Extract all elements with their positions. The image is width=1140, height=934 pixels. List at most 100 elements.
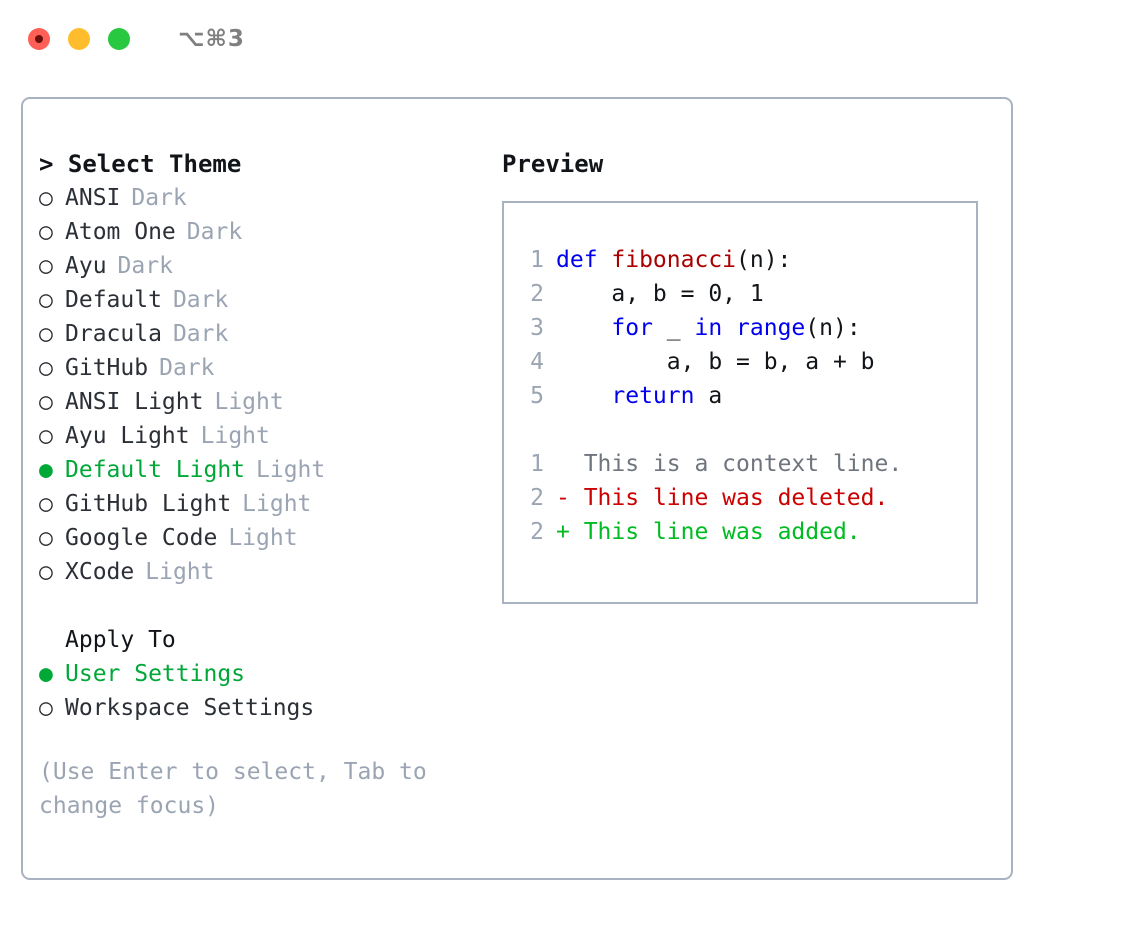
- maximize-button[interactable]: [108, 28, 130, 50]
- theme-option-label: GitHub: [65, 355, 149, 381]
- radio-unselected-icon: ○: [39, 695, 53, 721]
- diff-line-number: 2: [530, 485, 544, 511]
- radio-unselected-icon: ○: [39, 389, 53, 415]
- theme-variant-tag: Light: [256, 457, 326, 483]
- code-line-text: return a: [556, 379, 722, 413]
- code-token-plain: a, b = 0, 1: [556, 281, 764, 307]
- code-token-kw: in: [694, 315, 723, 341]
- radio-unselected-icon: ○: [39, 525, 53, 551]
- theme-option-atom-one[interactable]: ○ Atom One Dark: [39, 215, 489, 249]
- radio-selected-icon: ●: [39, 661, 53, 687]
- diff-line-number: 2: [530, 519, 544, 545]
- radio-unselected-icon: ○: [39, 491, 53, 517]
- theme-variant-tag: Dark: [131, 185, 187, 211]
- theme-variant-tag: Light: [214, 389, 284, 415]
- code-token-kw: def: [556, 247, 612, 273]
- code-token-plain: [556, 383, 611, 409]
- theme-option-default[interactable]: ○ Default Dark: [39, 283, 489, 317]
- theme-option-label: ANSI Light: [65, 389, 204, 415]
- theme-option-ansi[interactable]: ○ ANSI Dark: [39, 181, 489, 215]
- theme-variant-tag: Dark: [159, 355, 215, 381]
- apply-to-option-label: User Settings: [65, 661, 246, 687]
- diff-line-ctx: 1 This is a context line.: [516, 447, 970, 481]
- title-bar: ⌥⌘3: [0, 0, 1140, 78]
- apply-to-section: Apply To ● User Settings ○ Workspace Settin…: [39, 623, 489, 725]
- close-button[interactable]: [28, 28, 50, 50]
- code-line: 3 for _ in range(n):: [516, 311, 970, 345]
- apply-to-option-label: Workspace Settings: [65, 695, 315, 721]
- diff-line-sign: -: [556, 485, 584, 511]
- code-line: 2 a, b = 0, 1: [516, 277, 970, 311]
- theme-option-ansi-light[interactable]: ○ ANSI Light Light: [39, 385, 489, 419]
- radio-unselected-icon: ○: [39, 185, 53, 211]
- code-line-text: a, b = 0, 1: [556, 277, 764, 311]
- theme-variant-tag: Dark: [172, 287, 229, 313]
- apply-to-option-user-settings[interactable]: ● User Settings: [39, 657, 489, 691]
- diff-line-del: 2- This line was deleted.: [516, 481, 970, 515]
- code-token-kw: return: [611, 383, 695, 409]
- theme-variant-tag: Dark: [117, 253, 173, 279]
- theme-option-label: Default: [65, 287, 162, 313]
- theme-option-label: XCode: [65, 559, 135, 585]
- theme-option-label: ANSI: [65, 185, 121, 211]
- diff-line-text: This is a context line.: [583, 451, 903, 477]
- diff-line-sign: +: [556, 519, 584, 545]
- code-token-kw: for: [611, 315, 653, 341]
- diff-line-number: 1: [530, 451, 544, 477]
- code-line-text: for _ in range(n):: [556, 311, 860, 345]
- code-line-text: a, b = b, a + b: [556, 345, 875, 379]
- code-token-plain: [722, 315, 736, 341]
- radio-unselected-icon: ○: [39, 321, 53, 347]
- apply-to-heading: Apply To: [65, 627, 176, 653]
- radio-unselected-icon: ○: [39, 559, 53, 585]
- theme-variant-tag: Dark: [172, 321, 229, 347]
- code-line-number: 5: [530, 383, 544, 409]
- code-token-fn: fibonacci: [611, 247, 737, 273]
- code-line-number: 2: [530, 281, 544, 307]
- theme-variant-tag: Dark: [186, 219, 243, 245]
- code-token-kw: range: [736, 315, 806, 341]
- radio-unselected-icon: ○: [39, 355, 53, 381]
- theme-option-github[interactable]: ○ GitHub Dark: [39, 351, 489, 385]
- keyboard-hint-text: (Use Enter to select, Tab to change focu…: [39, 759, 441, 819]
- theme-variant-tag: Light: [228, 525, 298, 551]
- theme-variant-tag: Light: [200, 423, 270, 449]
- diff-line-text: This line was deleted.: [583, 485, 889, 511]
- code-line-number: 4: [530, 349, 544, 375]
- theme-option-label: Default Light: [65, 457, 246, 483]
- code-line: 4 a, b = b, a + b: [516, 345, 970, 379]
- theme-option-label: Ayu Light: [65, 423, 190, 449]
- code-token-plain: (n):: [736, 247, 792, 273]
- theme-option-label: Atom One: [65, 219, 176, 245]
- diff-sample: 1 This is a context line.2- This line wa…: [516, 447, 970, 549]
- code-line-number: 3: [530, 315, 544, 341]
- traffic-light-group: [28, 28, 130, 50]
- theme-option-label: Dracula: [65, 321, 162, 347]
- code-line-text: def fibonacci(n):: [556, 243, 791, 277]
- diff-line-add: 2+ This line was added.: [516, 515, 970, 549]
- code-token-plain: a, b = b, a + b: [556, 349, 875, 375]
- radio-unselected-icon: ○: [39, 219, 53, 245]
- apply-to-option-list: ● User Settings ○ Workspace Settings: [39, 657, 489, 725]
- apply-to-option-workspace-settings[interactable]: ○ Workspace Settings: [39, 691, 489, 725]
- theme-option-label: GitHub Light: [65, 491, 232, 517]
- radio-unselected-icon: ○: [39, 287, 53, 313]
- code-line: 5 return a: [516, 379, 970, 413]
- theme-option-dracula[interactable]: ○ Dracula Dark: [39, 317, 489, 351]
- minimize-button[interactable]: [68, 28, 90, 50]
